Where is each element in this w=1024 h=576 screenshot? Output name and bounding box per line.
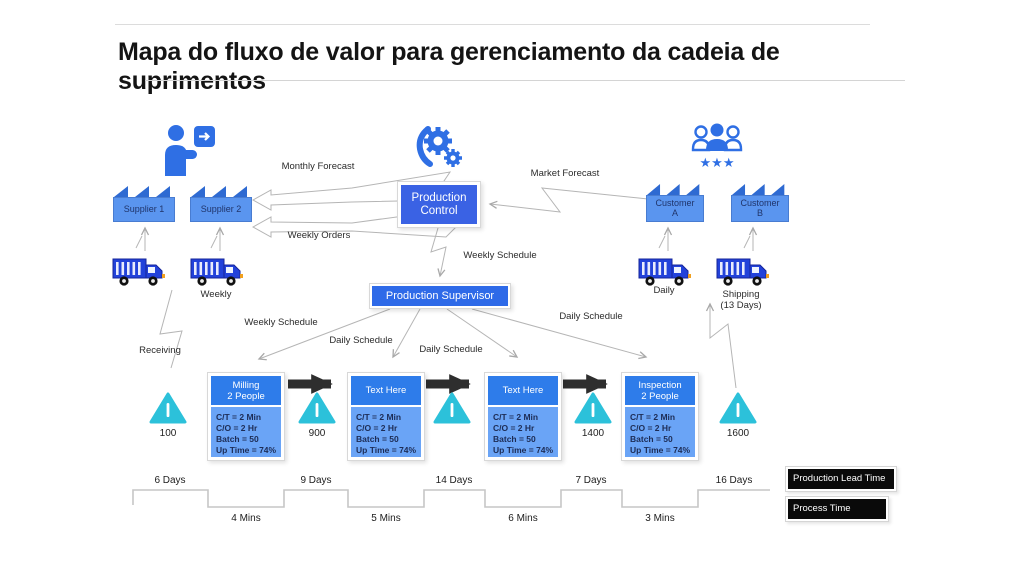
receiving-label: Receiving [139, 345, 181, 356]
factory-roof-icon [191, 186, 247, 197]
process-time-label: 6 Mins [508, 513, 538, 524]
process-title: Text Here [351, 376, 421, 405]
timeline-line [132, 489, 770, 508]
lead-time-label: 14 Days [435, 475, 473, 486]
market-forecast-label: Market Forecast [530, 168, 600, 179]
process-time-label: 5 Mins [371, 513, 401, 524]
production-supervisor-box: Production Supervisor [369, 283, 511, 309]
customer-group-icon: ★★★ [691, 123, 743, 171]
monthly-forecast-label: Monthly Forecast [281, 161, 355, 172]
supplier-1-label: Supplier 1 [113, 197, 175, 222]
inventory-count: 100 [159, 428, 177, 439]
inventory-triangle-icon [719, 392, 757, 424]
title-underline [145, 80, 905, 81]
production-supervisor-label: Production Supervisor [385, 290, 495, 302]
inventory-triangle-icon [574, 392, 612, 424]
truck-icon [112, 258, 165, 286]
schedule-arrow-4 [471, 308, 648, 360]
shipping-label: Shipping(13 Days) [720, 289, 762, 311]
factory-roof-icon [646, 184, 700, 195]
inventory-triangle-icon [298, 392, 336, 424]
receiving-connector [159, 289, 183, 369]
inventory-count: 1600 [726, 428, 750, 439]
legend-process-time: Process Time [785, 496, 889, 522]
supplier-2-factory: Supplier 2 [190, 184, 252, 222]
page-title: Mapa do fluxo de valor para gerenciament… [118, 38, 780, 95]
stars: ★★★ [700, 156, 735, 171]
lead-time-label: 6 Days [154, 475, 186, 486]
shipping-connector [705, 302, 737, 389]
supplier-person-icon [165, 125, 215, 176]
production-gears-icon [416, 126, 462, 167]
truck-icon [190, 258, 243, 286]
inventory-count: 900 [308, 428, 326, 439]
legend-production-lead-time: Production Lead Time [785, 466, 897, 492]
market-forecast-connector [488, 187, 649, 213]
truck-icon [716, 258, 769, 286]
process-time-label: 4 Mins [231, 513, 261, 524]
lead-time-label: 9 Days [300, 475, 332, 486]
schedule-arrow-2 [392, 308, 421, 359]
process-title: Text Here [488, 376, 558, 405]
production-control-label: Production [411, 191, 467, 204]
truck-icon [638, 258, 691, 286]
inventory-triangle-icon [433, 392, 471, 424]
inventory-count: 1400 [581, 428, 605, 439]
delivery-up-arrows [135, 226, 758, 251]
factory-roof-icon [114, 186, 170, 197]
top-divider [115, 24, 870, 25]
daily-schedule-label: Daily Schedule [559, 311, 623, 322]
daily-schedule-label: Daily Schedule [419, 344, 483, 355]
daily-truck-label: Daily [653, 285, 675, 296]
process-time-label: 3 Mins [645, 513, 675, 524]
weekly-truck-label: Weekly [200, 289, 232, 300]
supplier-2-label: Supplier 2 [190, 197, 252, 222]
schedule-arrow-3 [446, 308, 519, 358]
inventory-triangle-icon [149, 392, 187, 424]
weekly-orders-label: Weekly Orders [287, 230, 351, 241]
weekly-schedule-connector [430, 227, 447, 278]
lead-time-label: 7 Days [575, 475, 607, 486]
weekly-schedule-left-label: Weekly Schedule [244, 317, 318, 328]
production-control-box: Production Control [397, 181, 481, 228]
supplier-1-factory: Supplier 1 [113, 184, 175, 222]
weekly-schedule-label: Weekly Schedule [463, 250, 537, 261]
lead-time-label: 16 Days [715, 475, 753, 486]
schedule-arrow-1 [257, 308, 391, 361]
daily-schedule-label: Daily Schedule [329, 335, 393, 346]
factory-roof-icon [731, 184, 785, 195]
